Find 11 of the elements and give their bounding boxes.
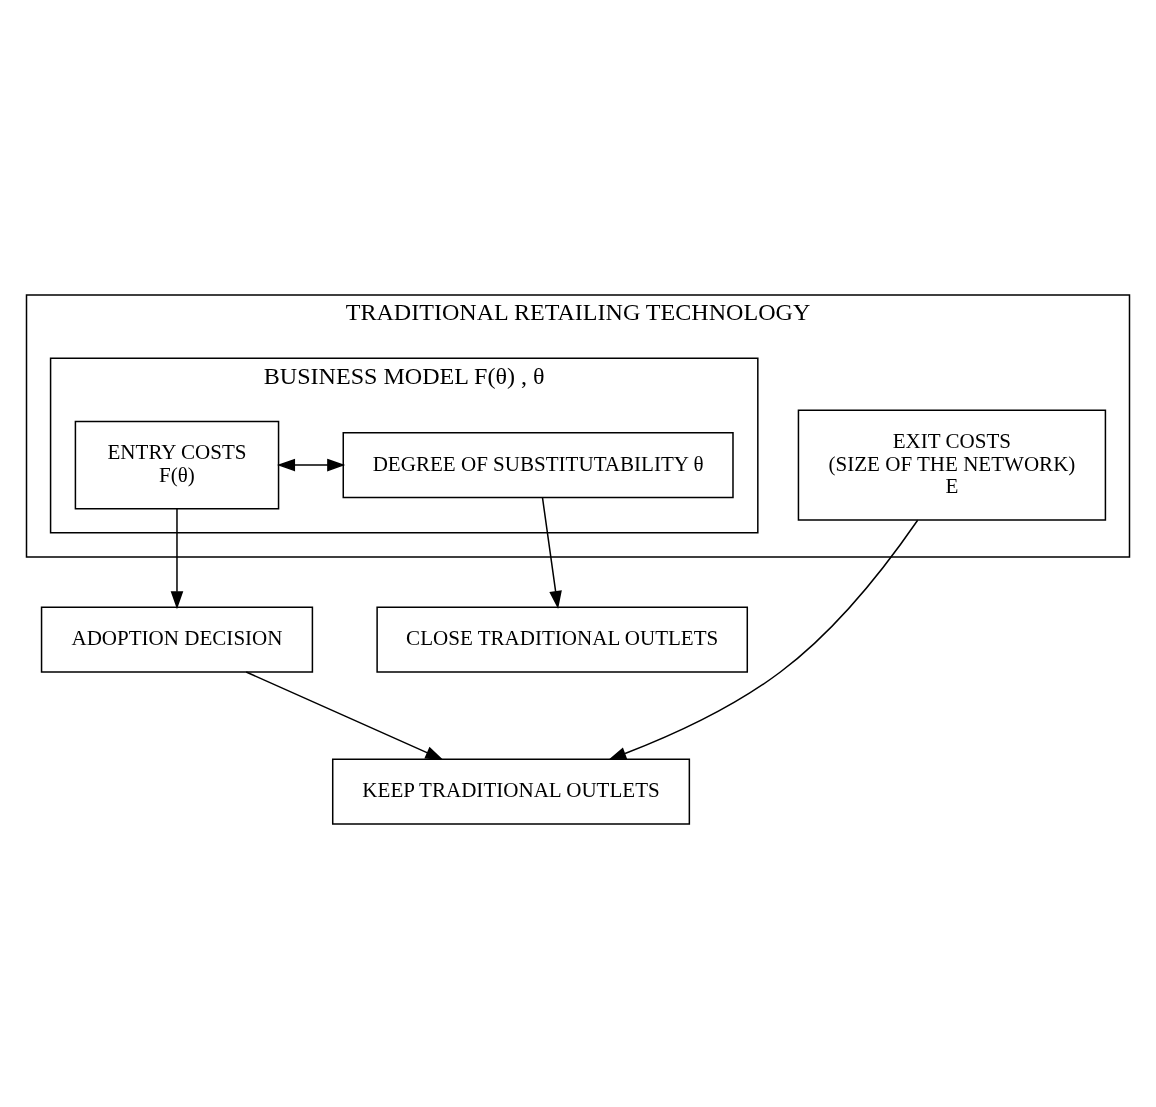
- arrow: [541, 496, 562, 609]
- arrow: [608, 519, 919, 760]
- node-box: KEEP TRADITIONAL OUTLETS: [331, 758, 691, 825]
- arrow: [277, 458, 346, 472]
- node-box: ENTRY COSTS F(θ): [74, 420, 280, 510]
- node-box: EXIT COSTS (SIZE OF THE NETWORK) E: [797, 409, 1107, 521]
- node-box: DEGREE OF SUBSTITUTABILITY θ: [342, 432, 734, 499]
- arrow: [245, 671, 444, 760]
- node-box: CLOSE TRADITIONAL OUTLETS: [376, 606, 749, 673]
- node-box: ADOPTION DECISION: [40, 606, 314, 673]
- arrow: [170, 508, 184, 610]
